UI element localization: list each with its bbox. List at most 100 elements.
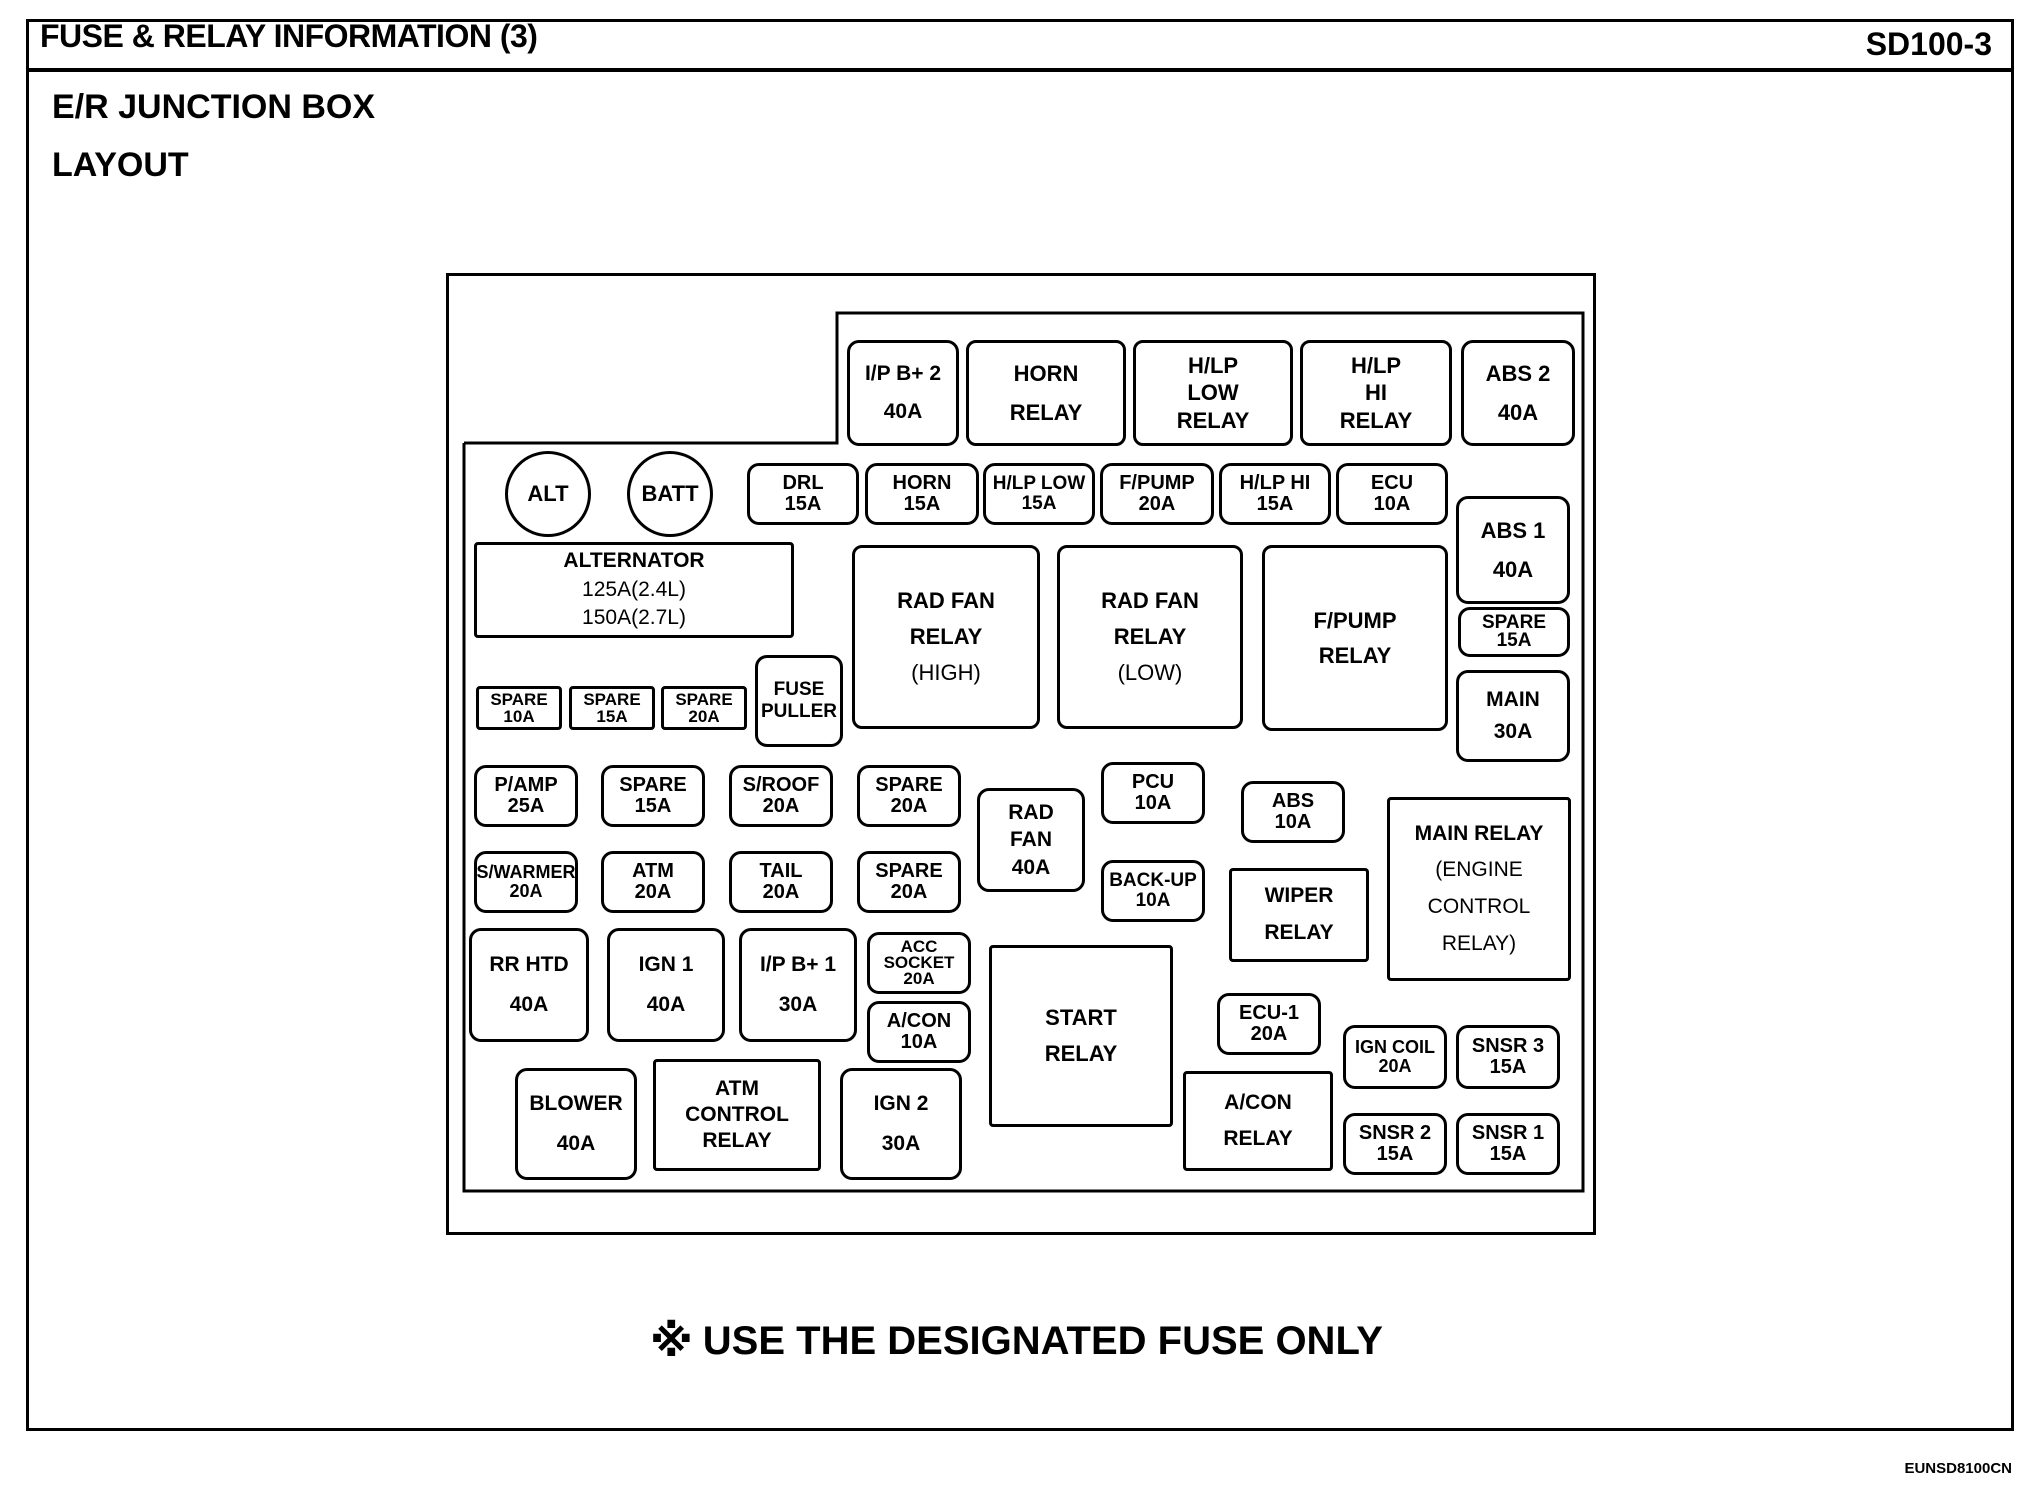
spare-20a-c-label: SPARE bbox=[875, 860, 943, 882]
rad-fan-relay-high-type: RELAY bbox=[909, 623, 983, 649]
page-frame bbox=[26, 19, 2014, 1431]
alternator-rating-24: 125A(2.4L) bbox=[582, 577, 686, 601]
spare-15a-right-rating: 15A bbox=[1496, 630, 1532, 651]
snsr2-label: SNSR 2 bbox=[1358, 1122, 1432, 1144]
acc-socket-sub: SOCKET bbox=[883, 952, 955, 972]
ecu1-rating: 20A bbox=[1250, 1023, 1288, 1045]
fuse-puller-label: FUSE bbox=[773, 679, 825, 701]
spare-20a-small-rating: 20A bbox=[688, 707, 720, 726]
spare-20a-c-rating: 20A bbox=[890, 881, 928, 903]
abs1-label: ABS 1 bbox=[1480, 517, 1546, 543]
ign-coil-rating: 20A bbox=[1378, 1056, 1412, 1076]
horn-relay-label: HORN bbox=[1013, 360, 1079, 386]
ign1-rating: 40A bbox=[646, 993, 686, 1016]
ecu1-label: ECU-1 bbox=[1238, 1002, 1299, 1024]
abs1-rating: 40A bbox=[1492, 557, 1534, 582]
header-rule bbox=[26, 68, 2014, 72]
blower-label: BLOWER bbox=[529, 1091, 623, 1115]
main-relay-label: MAIN RELAY bbox=[1414, 821, 1544, 845]
junction-box-outline bbox=[446, 273, 1596, 1235]
horn-relay-type: RELAY bbox=[1009, 400, 1083, 425]
fpump-fuse-label: F/PUMP bbox=[1119, 472, 1195, 494]
hlp-low-fuse-rating: 15A bbox=[1021, 493, 1057, 514]
acon-fuse-rating: 10A bbox=[900, 1031, 938, 1053]
hlp-low-relay-label: H/LP bbox=[1187, 352, 1239, 378]
acon-relay-type: RELAY bbox=[1223, 1127, 1293, 1150]
alt-label: ALT bbox=[527, 481, 569, 507]
notice-symbol-icon: ※ bbox=[650, 1317, 693, 1366]
drl-rating: 15A bbox=[784, 493, 822, 515]
alternator-label: ALTERNATOR bbox=[563, 549, 705, 573]
main-relay-desc-2: CONTROL bbox=[1427, 895, 1531, 918]
hlp-hi-fuse-label: H/LP HI bbox=[1239, 472, 1311, 494]
ip-b1-label: I/P B+ 1 bbox=[759, 952, 837, 976]
spare-15a-small-rating: 15A bbox=[596, 707, 628, 726]
sroof-label: S/ROOF bbox=[742, 774, 820, 796]
notice: ※ USE THE DESIGNATED FUSE ONLY bbox=[650, 1316, 1383, 1367]
hlp-low-fuse-label: H/LP LOW bbox=[992, 473, 1086, 495]
main-relay-desc-3: RELAY) bbox=[1441, 931, 1517, 955]
alternator-rating-27: 150A(2.7L) bbox=[582, 606, 686, 630]
spare-10a-label: SPARE bbox=[490, 690, 548, 709]
backup-label: BACK-UP bbox=[1109, 870, 1197, 892]
spare-15a-b-label: SPARE bbox=[619, 774, 687, 796]
spare-15a-b-rating: 15A bbox=[634, 795, 672, 817]
rad-fan-sub: FAN bbox=[1010, 828, 1052, 852]
ign2-rating: 30A bbox=[881, 1132, 921, 1155]
fpump-fuse-rating: 20A bbox=[1138, 493, 1176, 515]
horn-fuse-rating: 15A bbox=[903, 493, 941, 515]
footer-code: EUNSD8100CN bbox=[1904, 1460, 2012, 1477]
atm-label: ATM bbox=[632, 860, 674, 882]
blower-fuse: BLOWER 40A bbox=[515, 1068, 637, 1180]
pcu-label: PCU bbox=[1131, 771, 1175, 793]
acc-socket-label: ACC bbox=[900, 936, 938, 956]
ecu-label: ECU bbox=[1370, 472, 1414, 494]
section-title: E/R JUNCTION BOX bbox=[52, 88, 376, 126]
rad-fan-label: RAD bbox=[1008, 801, 1054, 825]
fuse-puller-type: PULLER bbox=[761, 701, 837, 722]
ign1-fuse: IGN 1 40A bbox=[607, 928, 725, 1042]
hlp-low-relay-sub: LOW bbox=[1187, 380, 1239, 406]
junction-box-inner-outline bbox=[462, 311, 1585, 1193]
rad-fan-relay-high-label: RAD FAN bbox=[897, 587, 995, 613]
spare-20a-b-label: SPARE bbox=[875, 774, 943, 796]
hlp-hi-relay-sub: HI bbox=[1365, 380, 1387, 406]
atm-relay-sub: CONTROL bbox=[685, 1102, 789, 1126]
blower-rating: 40A bbox=[556, 1132, 596, 1155]
rr-htd-label: RR HTD bbox=[489, 952, 569, 976]
wiper-relay-type: RELAY bbox=[1264, 921, 1334, 944]
ign1-label: IGN 1 bbox=[638, 952, 694, 976]
backup-rating: 10A bbox=[1135, 890, 1171, 911]
swarmer-rating: 20A bbox=[509, 881, 543, 901]
abs-10a-rating: 10A bbox=[1274, 811, 1312, 833]
alt-terminal: ALT bbox=[505, 451, 591, 537]
hlp-hi-fuse-rating: 15A bbox=[1256, 493, 1294, 515]
